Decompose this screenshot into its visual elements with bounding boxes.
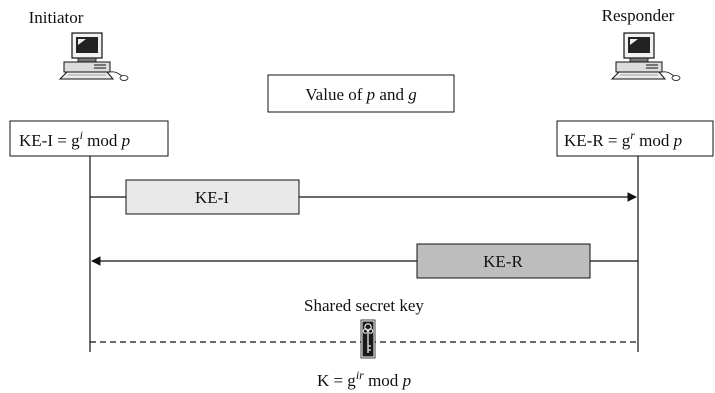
- initiator-formula-box: [9, 120, 169, 157]
- responder-formula-box: [556, 120, 714, 157]
- responder-label: Responder: [602, 6, 675, 25]
- responder-computer-icon: [610, 32, 681, 81]
- initiator-formula: KE-I = gi mod p: [19, 128, 130, 150]
- public-values-text: Value of p and g: [305, 85, 416, 104]
- ke-i-label: KE-I: [195, 188, 229, 207]
- ke-i-box: [125, 179, 300, 215]
- ke-r-box: [416, 243, 591, 279]
- initiator-label: Initiator: [29, 8, 84, 27]
- responder-formula: KE-R = gr mod p: [564, 128, 682, 150]
- shared-key-formula: K = gir mod p: [317, 368, 411, 390]
- public-values-box: [267, 74, 455, 113]
- shared-secret-label: Shared secret key: [304, 296, 424, 315]
- ke-r-label: KE-R: [483, 252, 523, 271]
- key-icon: [360, 319, 376, 359]
- initiator-computer-icon: [58, 32, 129, 81]
